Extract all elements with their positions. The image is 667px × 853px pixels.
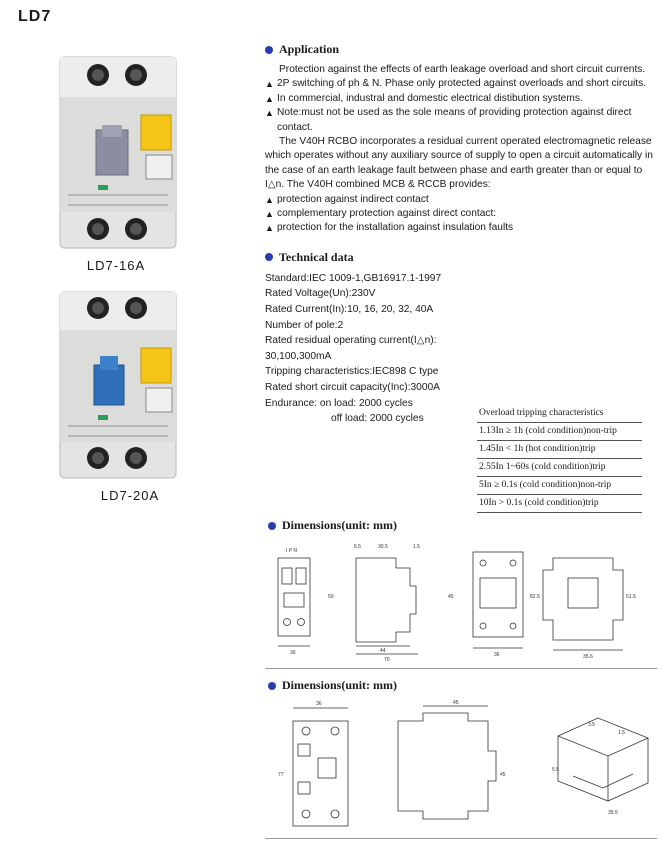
list-item: ▲ In commercial, industral and domestic … — [265, 92, 655, 106]
dimensions-heading: Dimensions(unit: mm) — [268, 678, 397, 693]
dim-label: 45 — [448, 594, 454, 600]
product-caption: LD7-20A — [100, 488, 160, 503]
tech-row: Number of pole:2 — [265, 319, 344, 331]
dim-label: 82.5 — [530, 594, 540, 600]
application-intro: Protection against the effects of earth … — [279, 64, 646, 75]
table-row: 10In > 0.1s (cold condition)trip — [477, 495, 642, 513]
dim-label: 1.5 — [618, 730, 625, 736]
dimensions-heading: Dimensions(unit: mm) — [268, 518, 397, 533]
page-title: LD7 — [18, 8, 52, 25]
dimension-drawing-1: I P N 6.5 30.5 1.5 50 36 44 70 45 36 82.… — [277, 544, 636, 663]
dim-label: 45 — [500, 772, 506, 778]
triangle-bullet-icon: ▲ — [265, 79, 274, 90]
dim-label: 35.6 — [583, 654, 593, 660]
tech-row: Endurance: on load: 2000 cycles — [265, 397, 413, 409]
dim-label: 5.5 — [552, 767, 559, 773]
overload-table: Overload tripping characteristics 1.13In… — [477, 405, 642, 513]
table-row: 1.13In ≥ 1h (cold condition)non-trip — [477, 423, 642, 441]
list-item: ▲ protection against indirect contact — [265, 193, 655, 207]
dim-label: I P N — [286, 548, 297, 554]
table-row: 2.55In 1~60s (cold condition)trip — [477, 459, 642, 477]
dim-label: 36 — [494, 652, 500, 658]
divider — [265, 668, 657, 669]
bullet-dot-icon — [265, 45, 273, 54]
dim-label: 51.5 — [626, 594, 636, 600]
tech-row: Rated Voltage(Un):230V — [265, 288, 376, 300]
dim-label: 30.5 — [378, 544, 388, 550]
triangle-bullet-icon: ▲ — [265, 209, 274, 220]
triangle-bullet-icon: ▲ — [265, 223, 274, 234]
dim-label: 3.5 — [588, 722, 595, 728]
dim-label: 77 — [278, 772, 284, 778]
dimension-drawing-2: 36 45 77 45 3.5 1.5 5.5 35.5 — [278, 700, 650, 827]
table-row: 1.45In < 1h (hot condition)trip — [477, 441, 642, 459]
bullet-dot-icon — [268, 521, 276, 530]
dim-label: 45 — [453, 700, 459, 706]
dim-label: 36 — [290, 650, 296, 656]
triangle-bullet-icon: ▲ — [265, 93, 274, 104]
triangle-bullet-icon: ▲ — [265, 108, 274, 119]
product-image-ld7-20a — [59, 291, 177, 479]
triangle-bullet-icon: ▲ — [265, 194, 274, 205]
list-item: ▲ 2P switching of ph & N. Phase only pro… — [265, 77, 655, 91]
bullet-dot-icon — [268, 681, 276, 690]
overload-title: Overload tripping characteristics — [477, 405, 642, 423]
dim-label: 36 — [316, 701, 322, 707]
product-caption: LD7-16A — [86, 258, 146, 273]
dim-label: 35.5 — [608, 810, 618, 816]
dim-label: 44 — [380, 648, 386, 654]
product-column: LD7-16A LD7-20A — [0, 0, 255, 853]
technical-list: Standard:IEC 1009-1,GB16917.1-1997 Rated… — [265, 271, 655, 427]
application-heading: Application — [265, 42, 655, 57]
tech-row: 30,100,300mA — [265, 350, 332, 362]
tech-row: Tripping characteristics:IEC898 C type — [265, 366, 439, 378]
tech-row: Rated Current(In):10, 16, 20, 32, 40A — [265, 304, 434, 316]
dim-label: 1.5 — [413, 544, 420, 550]
spec-column: Application Protection against the effec… — [265, 42, 655, 427]
dim-label: 6.5 — [354, 544, 361, 550]
product-image-ld7-16a — [59, 56, 177, 249]
divider — [265, 838, 657, 839]
tech-row: Rated short circuit capacity(Inc):3000A — [265, 382, 440, 394]
technical-heading: Technical data — [265, 250, 655, 265]
bullet-dot-icon — [265, 253, 273, 262]
tech-row: off load: 2000 cycles — [331, 413, 424, 425]
dim-label: 50 — [328, 594, 334, 600]
list-item: ▲ complementary protection against direc… — [265, 207, 655, 221]
table-row: 5In ≥ 0.1s (cold condition)non-trip — [477, 477, 642, 495]
tech-row: Standard:IEC 1009-1,GB16917.1-1997 — [265, 272, 442, 284]
application-body: The V40H RCBO incorporates a residual cu… — [265, 136, 653, 191]
dim-label: 70 — [384, 657, 390, 663]
list-item: ▲ Note:must not be used as the sole mean… — [265, 106, 655, 135]
list-item: ▲ protection for the installation agains… — [265, 221, 655, 235]
tech-row: Rated residual operating current(I△n): — [265, 335, 437, 347]
